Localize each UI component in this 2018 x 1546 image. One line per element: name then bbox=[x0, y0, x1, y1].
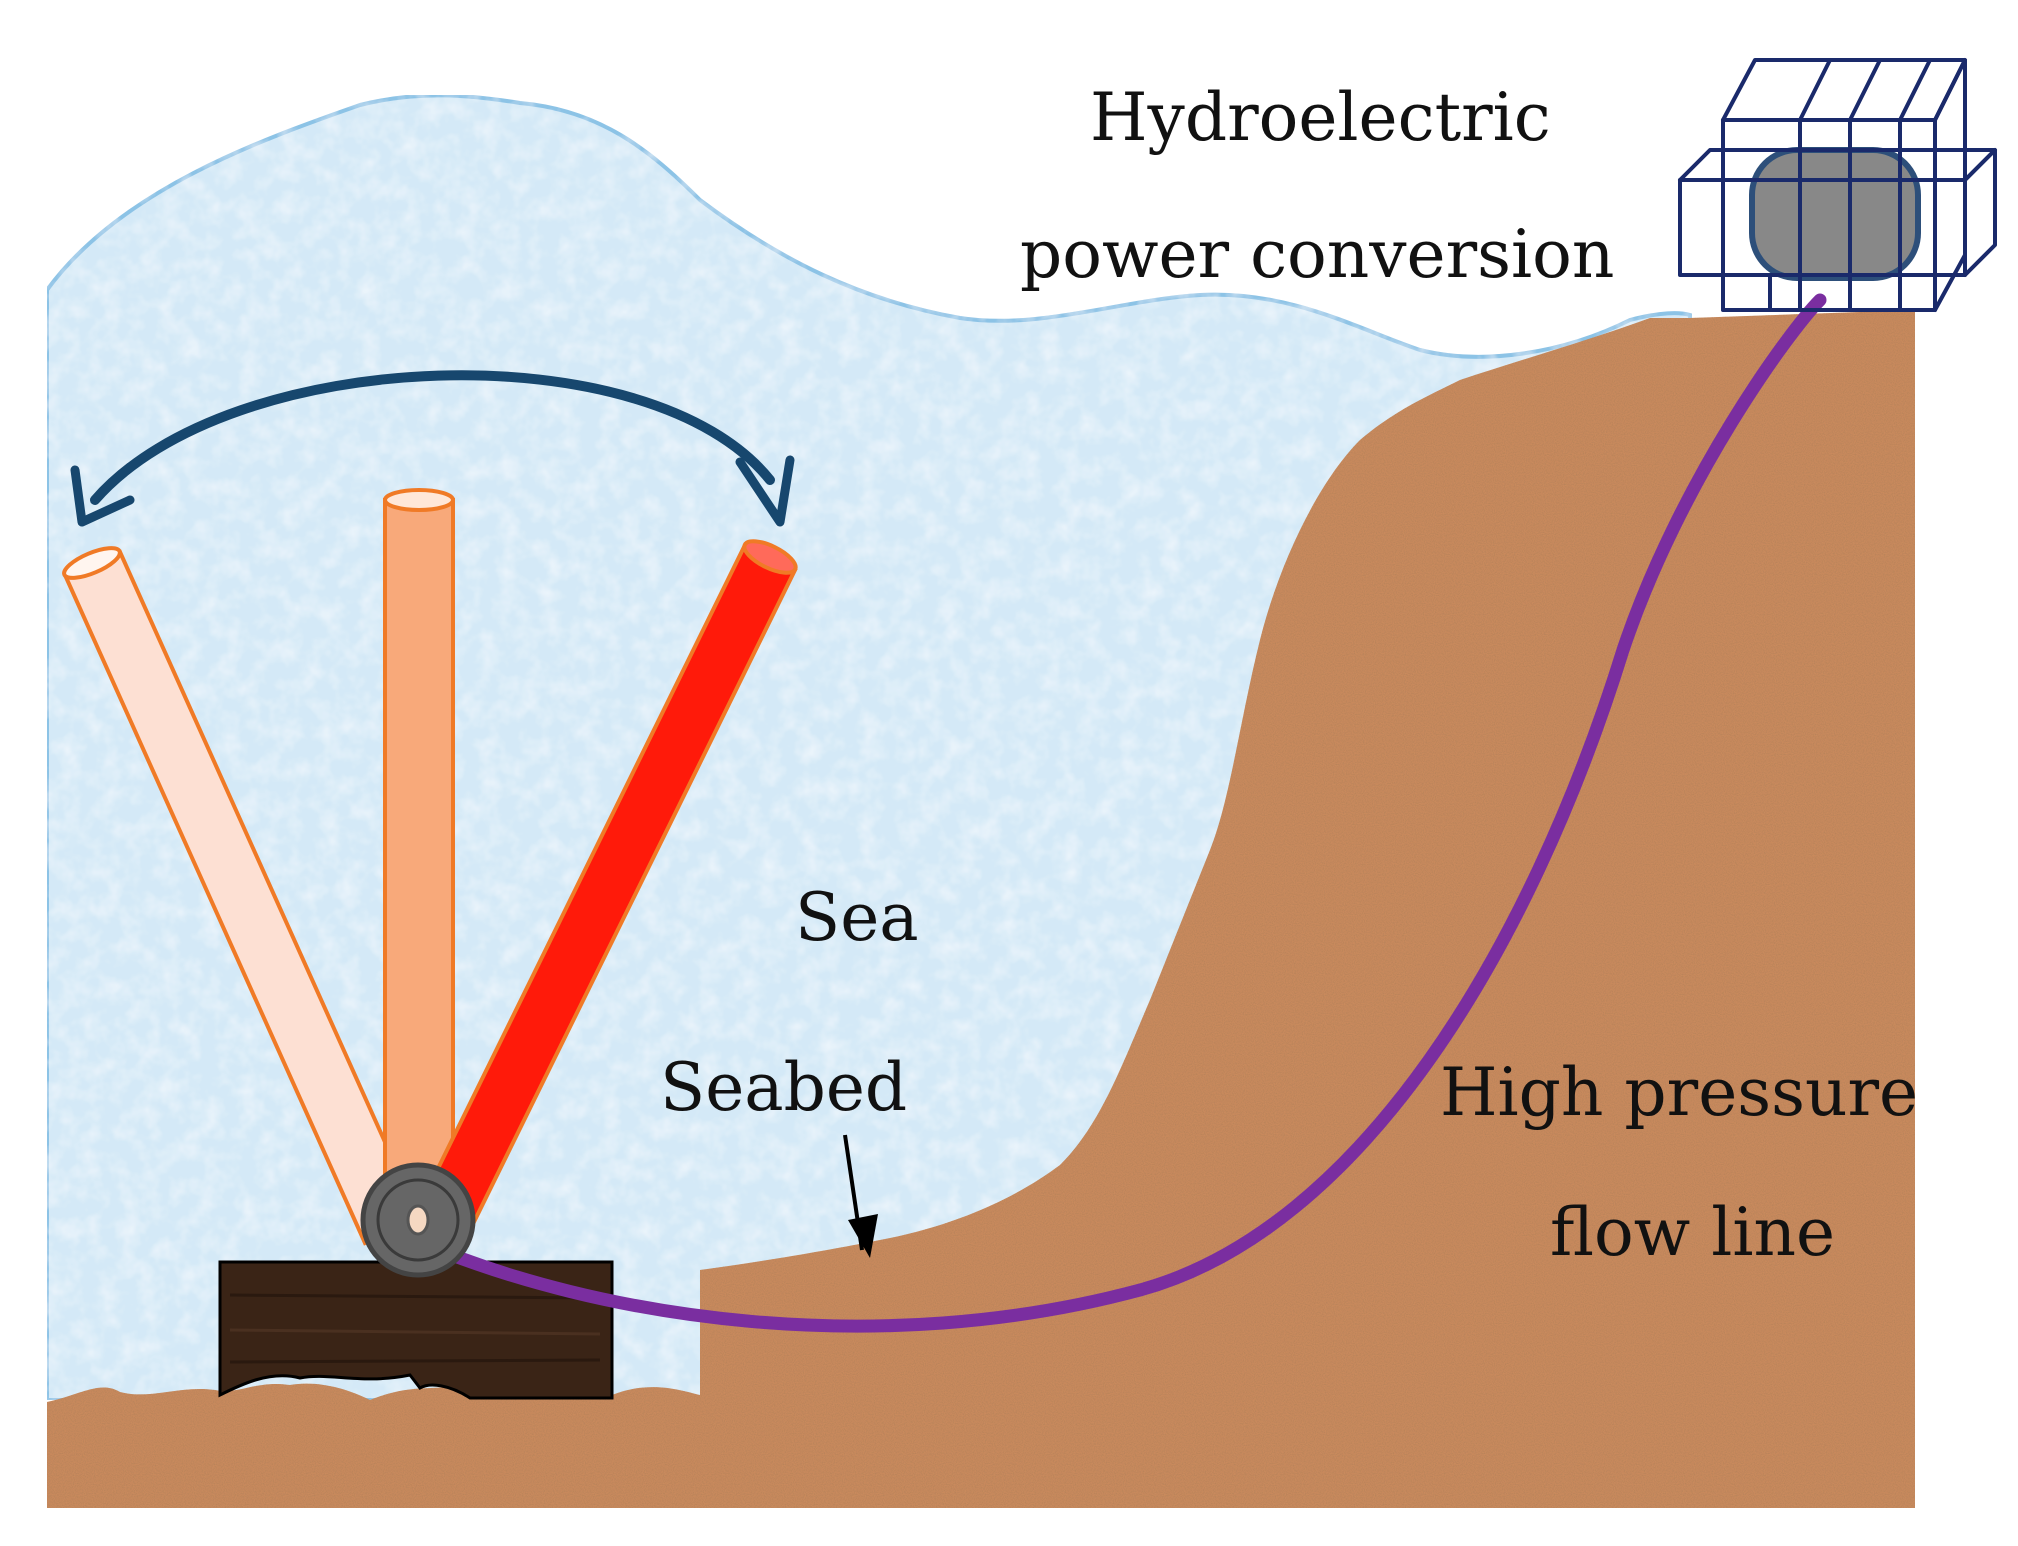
foundation-block bbox=[218, 1260, 614, 1400]
seabed-soil bbox=[47, 310, 1915, 1508]
seabed-label: Seabed bbox=[660, 1049, 907, 1126]
oscillation-arrow bbox=[70, 370, 795, 527]
sea-label: Sea bbox=[795, 879, 919, 956]
flow-line-label-line2: flow line bbox=[1550, 1194, 1835, 1271]
hydroelectric-label-line1: Hydroelectric bbox=[1090, 79, 1551, 156]
seabed-pointer-arrow bbox=[843, 1134, 878, 1258]
hydroelectric-station-icon bbox=[1678, 58, 1997, 312]
flap-middle-position bbox=[383, 488, 455, 1222]
high-pressure-flow-line bbox=[408, 293, 1827, 1333]
hydroelectric-label-line2: power conversion bbox=[1020, 216, 1614, 293]
flow-line-label-line1: High pressure bbox=[1440, 1054, 1918, 1131]
pivot-hinge-icon bbox=[360, 1162, 476, 1278]
